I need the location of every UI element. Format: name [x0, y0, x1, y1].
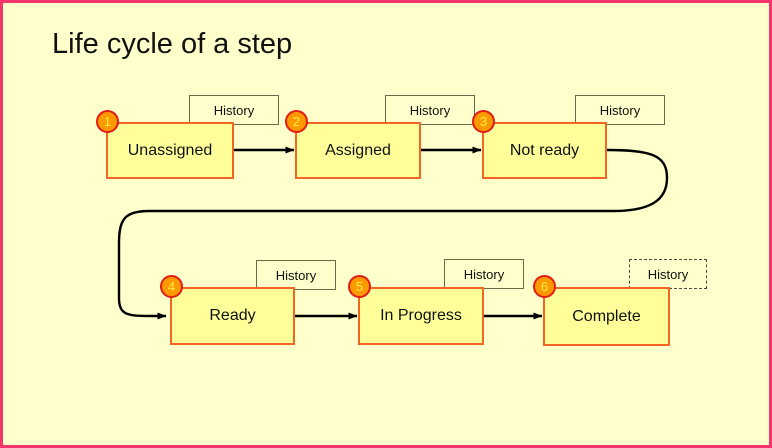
step-badge-1: 1 [96, 110, 119, 133]
state-label: Assigned [325, 141, 391, 159]
history-label: History [213, 102, 255, 118]
history-box-unassigned[interactable]: History [189, 95, 279, 125]
history-box-complete[interactable]: History [629, 259, 707, 289]
state-label: Not ready [509, 141, 580, 159]
state-box-complete[interactable]: Complete [543, 287, 670, 346]
history-label: History [647, 266, 689, 282]
step-badge-6: 6 [533, 275, 556, 298]
step-badge-3: 3 [472, 110, 495, 133]
step-badge-2: 2 [285, 110, 308, 133]
history-box-not-ready[interactable]: History [575, 95, 665, 125]
state-label: In Progress [380, 307, 462, 324]
state-box-unassigned[interactable]: Unassigned [106, 122, 234, 179]
history-label: History [275, 267, 317, 283]
history-label: History [409, 102, 451, 118]
state-box-ready[interactable]: Ready [170, 287, 295, 345]
transition-edges [117, 146, 669, 320]
history-box-ready[interactable]: History [256, 260, 336, 290]
state-label: Complete [572, 307, 641, 325]
step-badge-4: 4 [160, 275, 183, 298]
history-box-assigned[interactable]: History [385, 95, 475, 125]
history-label: History [463, 266, 505, 282]
step-badge-5: 5 [348, 275, 371, 298]
state-box-not-ready[interactable]: Not ready [482, 122, 607, 179]
state-label: Ready [209, 307, 256, 324]
state-label: Unassigned [127, 141, 213, 159]
state-box-assigned[interactable]: Assigned [295, 122, 421, 179]
history-box-in-progress[interactable]: History [444, 259, 524, 289]
page-title: Life cycle of a step [52, 28, 293, 60]
state-box-in-progress[interactable]: In Progress [358, 287, 484, 345]
history-label: History [599, 102, 641, 118]
